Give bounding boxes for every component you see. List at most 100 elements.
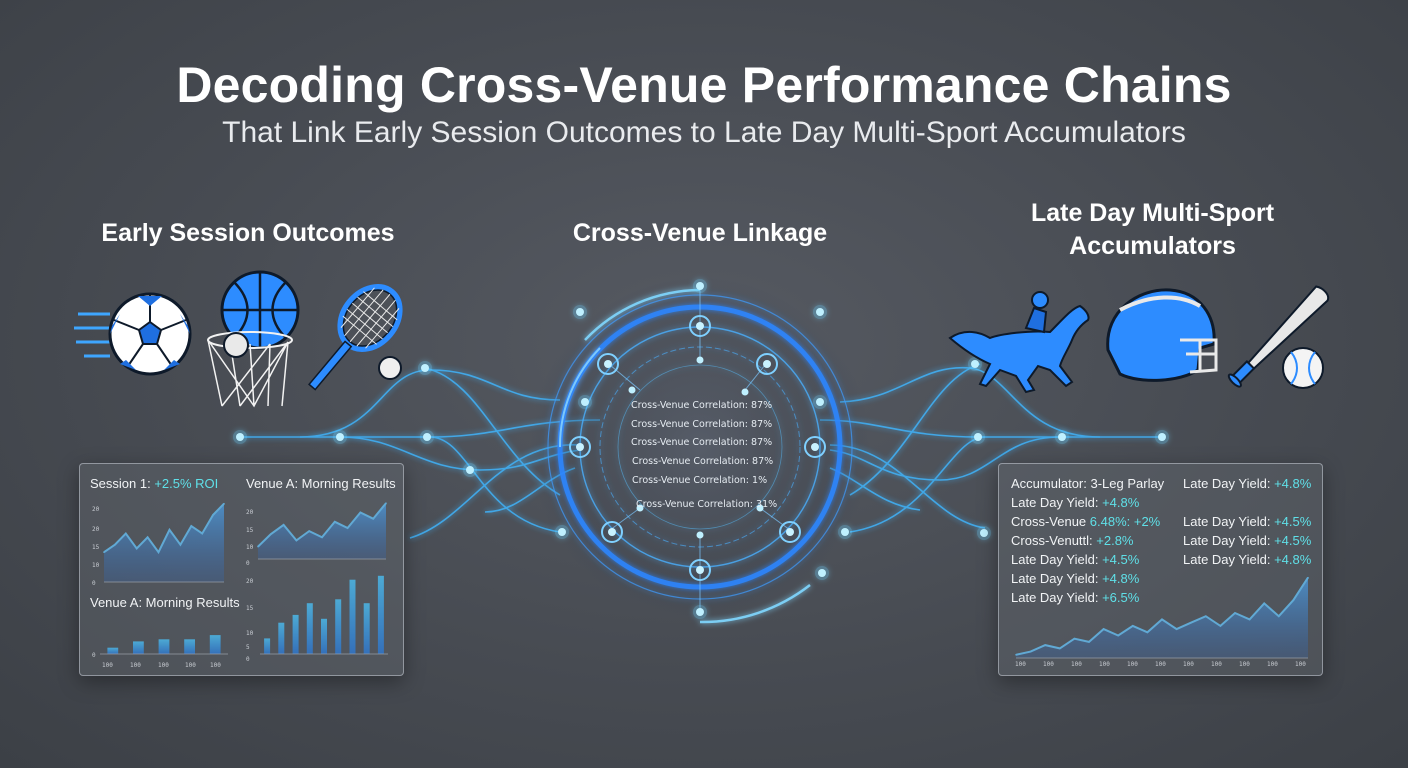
- ring-arc: [699, 584, 811, 624]
- column-heading-late-line2: Accumulators: [1069, 232, 1236, 260]
- venue-results-bar-chart: [100, 635, 228, 655]
- row-value: +6.5%: [1102, 590, 1140, 605]
- axis-tick: 20: [246, 578, 254, 585]
- bar: [321, 618, 327, 654]
- data-point: [1117, 634, 1119, 637]
- x-tick: 100: [102, 662, 113, 669]
- bar: [158, 639, 170, 654]
- venue-results-area-chart: [257, 502, 387, 560]
- glow-node: [813, 395, 827, 409]
- correlation-label: Cross-Venue Correlation: 1%: [632, 475, 768, 486]
- row-label: Late Day Yield:: [1183, 552, 1275, 567]
- flow-line: [849, 363, 981, 496]
- bar: [264, 638, 271, 654]
- data-point: [190, 525, 193, 527]
- data-point: [1278, 615, 1280, 618]
- axis-tick: 10: [246, 630, 254, 637]
- glow-node: [463, 463, 477, 477]
- column-heading-late-line1: Late Day Multi-Sport: [1030, 199, 1275, 227]
- glow-node: [813, 305, 827, 319]
- area-fill: [258, 503, 386, 559]
- accumulator-row: Late Day Yield: +4.5%: [1011, 552, 1139, 567]
- accumulator-row: Accumulator: 3-Leg Parlay: [1011, 476, 1164, 491]
- row-value: +4.5%: [1274, 514, 1312, 529]
- data-point: [295, 539, 298, 542]
- x-tick: 100: [185, 662, 196, 669]
- ring-node: [804, 436, 826, 458]
- accumulator-row: Late Day Yield: +4.8%: [1011, 495, 1139, 510]
- row-label: Cross-Venue: [1011, 514, 1090, 529]
- row-label: Late Day Yield:: [1011, 590, 1103, 605]
- row-value: +4.8%: [1102, 495, 1140, 510]
- data-point: [1234, 612, 1236, 614]
- axis-tick: 10: [92, 562, 100, 569]
- glow-node: [578, 395, 592, 409]
- ring-arc: [584, 288, 701, 341]
- venue-results-title: Venue A: Morning Results: [246, 476, 396, 491]
- data-point: [1161, 618, 1163, 621]
- column-heading-early: Early Session Outcomes: [101, 219, 395, 247]
- area-line: [103, 503, 225, 555]
- data-point: [212, 514, 214, 516]
- axis-tick: 0: [92, 580, 96, 587]
- early-session-panel: Session 1: +2.5% ROI Venue A: Morning Re…: [79, 463, 404, 676]
- ring-core: [617, 364, 783, 530]
- x-tick: 100: [158, 662, 169, 669]
- axis-tick: 0: [246, 560, 250, 567]
- row-value: +4.5%: [1102, 552, 1140, 567]
- spoke: [609, 364, 641, 391]
- accumulator-row: Cross-Venue 6.48%: +2%: [1011, 514, 1160, 529]
- glow-node: [1155, 430, 1169, 444]
- ring-node: [569, 436, 591, 458]
- data-point: [1146, 631, 1149, 634]
- row-label: Late Day Yield:: [1183, 476, 1275, 491]
- row-label: Late Day Yield:: [1183, 514, 1275, 529]
- data-point: [179, 543, 182, 546]
- x-tick: 100: [1015, 661, 1026, 668]
- data-point: [282, 524, 285, 526]
- data-point: [1219, 625, 1222, 627]
- axis-tick: 0: [246, 656, 250, 663]
- bar: [107, 647, 119, 654]
- row-label: Cross-Venuttl:: [1011, 533, 1097, 548]
- x-tick: 100: [130, 662, 141, 669]
- data-point: [103, 551, 105, 553]
- data-point: [1132, 625, 1134, 627]
- ring-node: [756, 353, 778, 375]
- bar: [133, 641, 144, 654]
- glow-node: [838, 525, 852, 539]
- small-node: [696, 531, 704, 539]
- data-point: [1088, 641, 1090, 643]
- axis-tick: 0: [92, 652, 96, 659]
- data-point: [308, 530, 311, 532]
- venue-results-bar-chart-tall: [260, 575, 388, 655]
- area-fill: [1016, 577, 1308, 658]
- data-point: [257, 545, 259, 548]
- axis-tick: 15: [246, 527, 254, 534]
- bar: [349, 579, 356, 654]
- data-point: [157, 551, 160, 553]
- flow-line: [819, 419, 1162, 438]
- data-point: [1029, 650, 1032, 653]
- session-roi-chart: [103, 502, 225, 583]
- small-node: [756, 504, 764, 512]
- axis-tick: 20: [92, 526, 100, 533]
- correlation-label: Cross-Venue Correlation: 87%: [631, 419, 773, 430]
- column-heading-late: Late Day Multi-Sport Accumulators: [980, 197, 1325, 263]
- bar: [209, 635, 221, 654]
- data-point: [334, 521, 336, 523]
- bar: [278, 622, 285, 654]
- venue-results-title: Venue A: Morning Results: [90, 595, 240, 610]
- spoke: [744, 364, 766, 391]
- data-point: [1292, 599, 1295, 601]
- small-node: [741, 388, 749, 396]
- panel-charts: [100, 502, 1309, 659]
- data-point: [201, 532, 203, 535]
- data-point: [1073, 637, 1076, 640]
- ring-node: [597, 353, 619, 375]
- glow-node: [233, 430, 247, 444]
- late-day-yield-chart: [1015, 576, 1309, 659]
- ring-node: [689, 559, 711, 581]
- glow-node: [573, 305, 587, 319]
